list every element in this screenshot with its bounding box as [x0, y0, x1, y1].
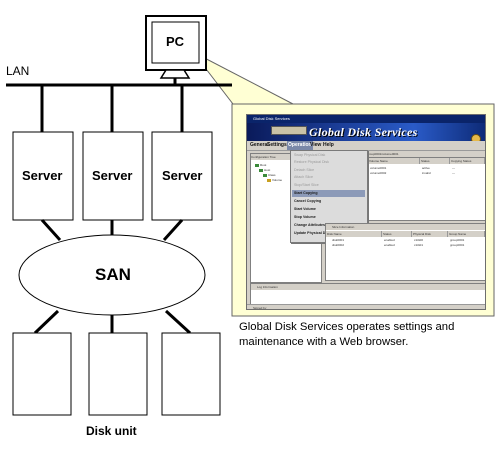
volume-cell: volume0002	[370, 171, 387, 175]
slice-cell: c1t0d1	[414, 243, 424, 247]
gds-screenshot-window: Global Disk Services Global Disk Service…	[246, 114, 486, 310]
tree-node-icon	[267, 178, 271, 182]
volume-cell: active	[422, 166, 430, 170]
server-san-link-1	[40, 218, 62, 242]
menu-highlight	[292, 190, 365, 197]
slice-cell: group0001	[450, 238, 465, 242]
disk-box-2	[88, 332, 148, 416]
slice-cell: disk0001	[332, 238, 345, 242]
pc-screen	[151, 21, 200, 64]
san-disk-link-1	[33, 309, 60, 335]
slice-cell: enabled	[384, 243, 395, 247]
operation-menu-item[interactable]: Update Physical Disk Information	[294, 231, 352, 235]
tree-node-class[interactable]: Class	[263, 173, 276, 177]
screenshot-caption: Global Disk Services operates settings a…	[239, 321, 455, 348]
operation-menu-item[interactable]: Change Attributes	[294, 223, 326, 227]
operation-menu-item[interactable]: Stop Volume	[294, 215, 316, 219]
breadcrumb: group0001/volume0001	[367, 152, 399, 156]
san-disk-link-3	[164, 309, 192, 335]
tree-node-icon	[259, 168, 263, 172]
tree-node-volume[interactable]: Volume	[267, 178, 282, 182]
server-label-1: Server	[22, 168, 63, 183]
slice-panel-title: Slice Information	[326, 224, 485, 230]
server-label-3: Server	[162, 168, 203, 183]
slice-cell: disk0002	[332, 243, 345, 247]
pc-label: PC	[166, 34, 185, 49]
operation-menu-item[interactable]: Stop/Start Slice	[294, 183, 319, 187]
callout-pointer	[192, 51, 294, 105]
status-bar: Signed by	[247, 304, 485, 309]
lan-label: LAN	[6, 64, 30, 78]
tree-node-label: Volume	[272, 178, 283, 182]
disk-box-3	[161, 332, 221, 416]
window-title-bar: Global Disk Services	[247, 115, 485, 123]
volume-cell: ---	[452, 171, 455, 175]
operation-menu-item[interactable]: Restore Physical Disk	[294, 160, 329, 164]
tree-node-label: Class	[268, 173, 276, 177]
banner-title: Global Disk Services	[309, 125, 418, 139]
volume-col-header[interactable]: Volume Name	[368, 158, 420, 164]
server-box-3	[151, 131, 213, 221]
volume-cell: volume0001	[370, 166, 387, 170]
volume-cell: ---	[452, 166, 455, 170]
tree-node-root[interactable]: Root	[255, 163, 266, 167]
slice-col-header[interactable]: Status	[382, 231, 412, 237]
slice-col-header[interactable]: Physical Disk	[412, 231, 448, 237]
operation-menu-item[interactable]: Cancel Copying	[294, 199, 322, 203]
volume-col-header[interactable]: Status	[420, 158, 450, 164]
slice-cell: group0001	[450, 243, 465, 247]
operation-menu-item[interactable]: Start Volume	[294, 207, 316, 211]
tree-node-icon	[255, 163, 259, 167]
tree-header: Configuration Tree	[251, 154, 321, 160]
slice-info-panel: Slice Information Disk Name Status Physi…	[325, 223, 485, 281]
volume-col-header[interactable]: Copying Status	[450, 158, 485, 164]
pc-stand	[159, 69, 191, 79]
server-box-2	[82, 131, 144, 221]
operation-menu-item[interactable]: Detach Slice	[294, 168, 315, 172]
server-box-1	[12, 131, 74, 221]
server-label-2: Server	[92, 168, 133, 183]
san-label: SAN	[95, 265, 131, 284]
slice-cell: enabled	[384, 238, 395, 242]
log-panel: Log Information	[250, 283, 485, 305]
log-panel-title: Log Information	[251, 284, 485, 290]
operation-menu-item[interactable]: Start Copying	[294, 191, 318, 195]
disk-box-1	[12, 332, 72, 416]
operation-menu-item[interactable]: Swap Physical Disk	[294, 153, 326, 157]
tree-node-label: Host	[264, 168, 271, 172]
app-banner: Global Disk Services	[247, 123, 485, 144]
menu-view[interactable]: View	[310, 142, 322, 148]
slice-col-header[interactable]: Group Name	[448, 231, 485, 237]
menu-general[interactable]: General	[250, 142, 269, 148]
slice-col-header[interactable]: Disk Name	[326, 231, 382, 237]
tree-node-icon	[263, 173, 267, 177]
slice-cell: c1t0d0	[414, 238, 424, 242]
menu-settings[interactable]: Settings	[267, 142, 287, 148]
menu-help[interactable]: Help	[323, 142, 334, 148]
menu-operation[interactable]: Operation	[287, 141, 313, 150]
tree-node-label: Root	[260, 163, 267, 167]
tree-node-host[interactable]: Host	[259, 168, 270, 172]
banner-logo	[271, 126, 307, 135]
server-san-link-3	[162, 218, 184, 242]
disk-unit-label: Disk unit	[86, 424, 137, 438]
operation-menu-item[interactable]: Attach Slice	[294, 175, 313, 179]
volume-table-panel: Volume Name Status Copying Status volume…	[367, 157, 485, 221]
volume-cell: invalid	[422, 171, 431, 175]
